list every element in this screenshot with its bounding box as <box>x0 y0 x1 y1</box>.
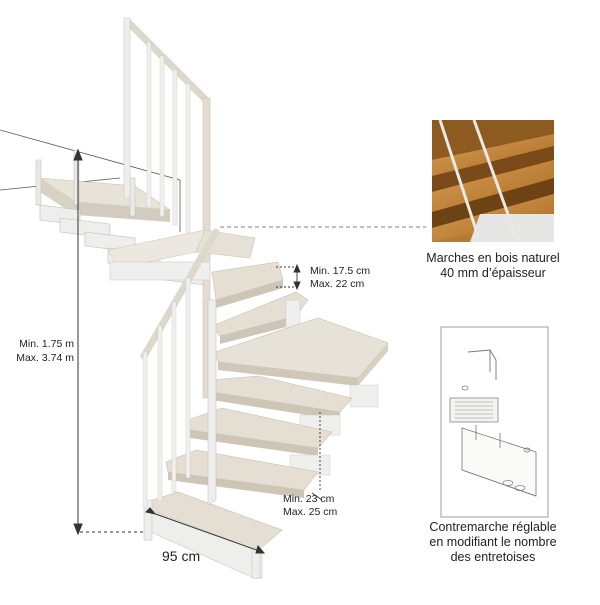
width-label: 95 cm <box>162 548 201 564</box>
width-dimension-line <box>145 507 266 554</box>
lower-handrail <box>140 228 220 508</box>
treads-callout: Marches en bois naturel 40 mm d’épaisseu… <box>410 251 576 281</box>
tread-max-label: Max. 25 cm <box>283 506 338 518</box>
riser-min-label: Min. 17.5 cm <box>310 265 371 277</box>
riser-detail-box <box>440 326 549 518</box>
riser-callout-line2: en modifiant le nombre <box>429 535 557 549</box>
lower-stringer <box>143 299 263 579</box>
riser-callout-line1: Contremarche réglable <box>429 520 557 534</box>
tread-dimension-line <box>311 412 323 501</box>
upper-landing <box>35 149 172 222</box>
riser-max-label: Max. 22 cm <box>310 278 365 290</box>
height-max-label: Max. 3.74 m <box>16 352 74 364</box>
riser-callout-line3: des entretoises <box>450 550 536 564</box>
tread-min-label: Min. 23 cm <box>283 493 335 505</box>
riser-callout: Contremarche réglable en modifiant le no… <box>410 520 576 565</box>
stair-treads <box>145 261 389 562</box>
treads-callout-line2: 40 mm d’épaisseur <box>440 266 546 280</box>
height-dimension-line <box>73 148 145 536</box>
wood-tread-photo <box>432 119 554 243</box>
height-min-label: Min. 1.75 m <box>19 338 74 350</box>
treads-callout-line1: Marches en bois naturel <box>426 251 560 265</box>
riser-dimension-line <box>276 263 301 291</box>
top-tread <box>107 229 256 281</box>
